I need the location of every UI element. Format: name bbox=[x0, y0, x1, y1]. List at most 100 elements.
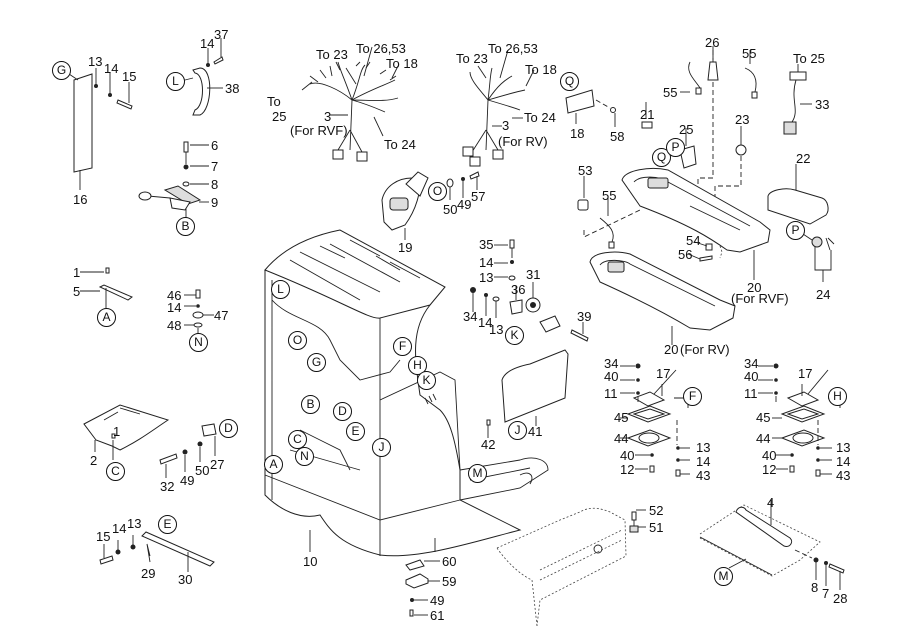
callout-14: 14 bbox=[167, 300, 182, 315]
callout-3: 3 bbox=[324, 109, 332, 124]
note-to-24: To 24 bbox=[384, 137, 416, 152]
note-to-23: To 23 bbox=[456, 51, 488, 66]
ref-m: M bbox=[714, 567, 733, 586]
ref-c: C bbox=[106, 462, 125, 481]
console-20-rv-drawing bbox=[589, 251, 736, 345]
callout-30: 30 bbox=[178, 572, 193, 587]
callout-33: 33 bbox=[815, 97, 830, 112]
callout-24: 24 bbox=[816, 287, 831, 302]
callout-3: 3 bbox=[502, 118, 510, 133]
callout-40: 40 bbox=[604, 369, 619, 384]
callout-14: 14 bbox=[112, 521, 127, 536]
roller-4-drawing bbox=[699, 500, 845, 590]
ref-m: M bbox=[468, 464, 487, 483]
ref-o: O bbox=[428, 182, 447, 201]
panel-16-drawing bbox=[65, 68, 133, 190]
fasteners-27-32-drawing bbox=[159, 423, 217, 478]
callout-22: 22 bbox=[796, 151, 811, 166]
callout-7: 7 bbox=[822, 586, 830, 601]
callout-52: 52 bbox=[649, 503, 664, 518]
note-to-25: To 25 bbox=[793, 51, 825, 66]
callout-20: 20 bbox=[747, 280, 762, 295]
callout-61: 61 bbox=[430, 608, 445, 623]
callout-47: 47 bbox=[214, 308, 229, 323]
note-for-rvf-20: (For RVF) bbox=[731, 291, 789, 306]
battery-compartment-drawing bbox=[496, 507, 646, 627]
ref-d: D bbox=[219, 419, 238, 438]
ref-q: Q bbox=[652, 148, 671, 167]
callout-6: 6 bbox=[211, 138, 219, 153]
horn-31-drawing bbox=[470, 239, 589, 342]
callout-20: 20 bbox=[664, 342, 679, 357]
note-for-rv-20: (For RV) bbox=[680, 342, 730, 357]
callout-26: 26 bbox=[705, 35, 720, 50]
callout-25: 25 bbox=[679, 122, 694, 137]
note-to-24: To 24 bbox=[524, 110, 556, 125]
plate-2-drawing bbox=[83, 404, 170, 460]
callout-60: 60 bbox=[442, 554, 457, 569]
note-to-25-line1: To bbox=[267, 94, 281, 109]
ref-k: K bbox=[417, 371, 436, 390]
ref-j: J bbox=[508, 421, 527, 440]
ref-f: F bbox=[393, 337, 412, 356]
callout-59: 59 bbox=[442, 574, 457, 589]
note-to-18: To 18 bbox=[386, 56, 418, 71]
callout-48: 48 bbox=[167, 318, 182, 333]
callout-40: 40 bbox=[744, 369, 759, 384]
callout-15: 15 bbox=[122, 69, 137, 84]
ref-l: L bbox=[166, 72, 185, 91]
callout-19: 19 bbox=[398, 240, 413, 255]
callout-14: 14 bbox=[200, 36, 215, 51]
ref-e: E bbox=[346, 422, 365, 441]
callout-13: 13 bbox=[127, 516, 142, 531]
ref-n: N bbox=[295, 447, 314, 466]
callout-16: 16 bbox=[73, 192, 88, 207]
ref-g: G bbox=[307, 353, 326, 372]
callout-7: 7 bbox=[211, 159, 219, 174]
fastener-stack-46-48 bbox=[184, 289, 214, 334]
callout-42: 42 bbox=[481, 437, 496, 452]
note-for-rv-3: (For RV) bbox=[498, 134, 548, 149]
callout-39: 39 bbox=[577, 309, 592, 324]
callout-23: 23 bbox=[735, 112, 750, 127]
ref-f: F bbox=[683, 387, 702, 406]
callout-18: 18 bbox=[570, 126, 585, 141]
callout-55: 55 bbox=[663, 85, 678, 100]
console-side-parts bbox=[577, 176, 723, 262]
note-to-23: To 23 bbox=[316, 47, 348, 62]
callout-14: 14 bbox=[696, 454, 711, 469]
callout-49: 49 bbox=[457, 197, 472, 212]
callout-37: 37 bbox=[214, 27, 229, 42]
ref-o: O bbox=[288, 331, 307, 350]
callout-13: 13 bbox=[479, 270, 494, 285]
ref-h: H bbox=[828, 387, 847, 406]
harness-rvf-drawing bbox=[301, 46, 399, 162]
callout-49: 49 bbox=[180, 473, 195, 488]
callout-41: 41 bbox=[528, 424, 543, 439]
key-switch-24-drawing bbox=[799, 231, 835, 282]
callout-49: 49 bbox=[430, 593, 445, 608]
callout-54: 54 bbox=[686, 233, 701, 248]
harness-rv-drawing bbox=[462, 49, 535, 167]
display-18-drawing bbox=[565, 89, 616, 127]
callout-40: 40 bbox=[620, 448, 635, 463]
callout-13: 13 bbox=[88, 54, 103, 69]
callout-40: 40 bbox=[762, 448, 777, 463]
callout-29: 29 bbox=[141, 566, 156, 581]
ref-g: G bbox=[52, 61, 71, 80]
ref-a: A bbox=[97, 308, 116, 327]
callout-55: 55 bbox=[602, 188, 617, 203]
callout-1: 1 bbox=[113, 424, 121, 439]
callout-28: 28 bbox=[833, 591, 848, 606]
joystick-19-drawing bbox=[381, 171, 480, 240]
pedal-9-drawing bbox=[138, 141, 209, 218]
callout-35: 35 bbox=[479, 237, 494, 252]
callout-43: 43 bbox=[836, 468, 851, 483]
ref-b: B bbox=[301, 395, 320, 414]
ref-a: A bbox=[264, 455, 283, 474]
ref-n: N bbox=[189, 333, 208, 352]
control-17-left-drawing bbox=[620, 363, 690, 477]
pads-59-61-drawing bbox=[405, 559, 440, 617]
callout-1: 1 bbox=[73, 265, 81, 280]
